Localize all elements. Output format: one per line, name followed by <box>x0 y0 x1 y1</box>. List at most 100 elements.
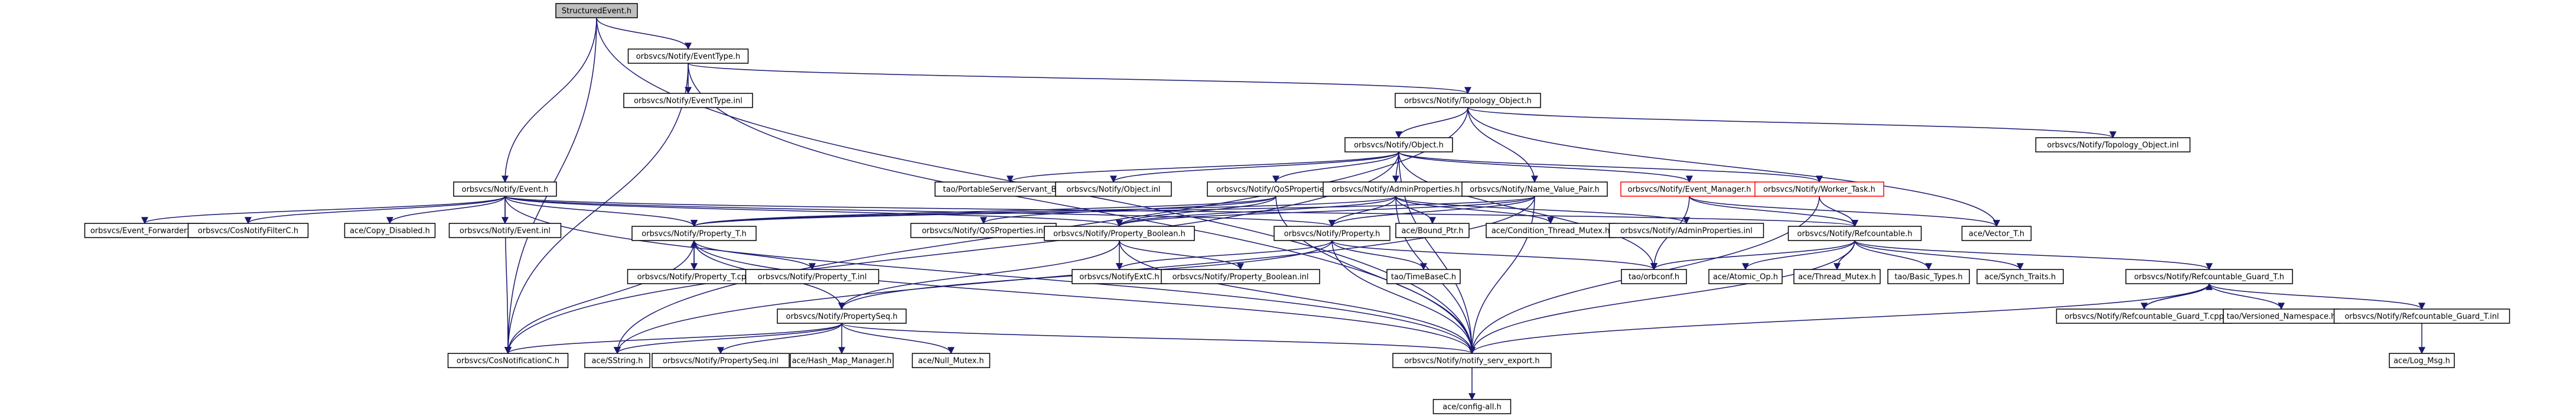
graph-node-n20[interactable]: orbsvcs/Notify/Property_Boolean.h <box>1044 226 1195 241</box>
edge-n6-to-n25 <box>504 196 1858 228</box>
nodes-layer: StructuredEvent.h orbsvcs/Notify/EventTyp… <box>84 3 2510 414</box>
graph-node-box <box>2035 137 2191 152</box>
graph-node-n12[interactable]: orbsvcs/Notify/Event_Manager.h <box>1620 181 1758 197</box>
graph-node-n5[interactable]: orbsvcs/Notify/Object.h <box>1344 137 1453 152</box>
graph-node-n36[interactable]: ace/Synch_Traits.h <box>1976 269 2064 284</box>
graph-node-n42[interactable]: orbsvcs/CosNotificationC.h <box>447 353 569 368</box>
graph-node-n4[interactable]: orbsvcs/Notify/Topology_Object.inl <box>2035 137 2191 152</box>
graph-node-box <box>623 93 753 108</box>
graph-node-n1[interactable]: orbsvcs/Notify/EventType.h <box>627 48 749 64</box>
graph-node-label: orbsvcs/Notify/Event.inl <box>460 227 551 236</box>
edge-n25-to-n37 <box>1854 240 2213 271</box>
graph-node-n15[interactable]: orbsvcs/CosNotifyFilterC.h <box>187 223 309 238</box>
graph-node-box <box>555 3 638 18</box>
graph-node-n17[interactable]: orbsvcs/Notify/Event.inl <box>448 223 562 238</box>
graph-node-n24[interactable]: orbsvcs/Notify/AdminProperties.inl <box>1608 223 1764 238</box>
edge-n10-to-n24 <box>1395 196 1690 225</box>
graph-node-n45[interactable]: ace/Hash_Map_Manager.h <box>790 353 894 368</box>
graph-node-label: orbsvcs/Notify/Property_T.cpp <box>637 273 751 282</box>
graph-node-label: ace/Bound_Ptr.h <box>1401 227 1463 236</box>
graph-node-box <box>745 269 880 284</box>
graph-node-n16[interactable]: ace/Copy_Disabled.h <box>344 223 436 238</box>
graph-node-n11[interactable]: orbsvcs/Notify/Name_Value_Pair.h <box>1461 181 1608 197</box>
graph-node-label: tao/Basic_Types.h <box>1894 273 1962 282</box>
graph-node-label: ace/config-all.h <box>1442 403 1502 412</box>
graph-node-n44[interactable]: orbsvcs/Notify/PropertySeq.inl <box>652 353 790 368</box>
graph-node-n27[interactable]: orbsvcs/Notify/Property_T.cpp <box>627 269 761 284</box>
edge-n21-to-n31 <box>1331 240 1427 271</box>
graph-node-n41[interactable]: orbsvcs/Notify/Refcountable_Guard_T.inl <box>2333 308 2510 324</box>
graph-node-n2[interactable]: orbsvcs/Notify/EventType.inl <box>623 93 753 108</box>
edge-n9-to-n20 <box>1116 196 1276 228</box>
graph-node-n22[interactable]: ace/Bound_Ptr.h <box>1395 223 1470 238</box>
graph-node-box <box>1161 269 1320 284</box>
edge-n13-to-n25 <box>1819 196 1858 228</box>
graph-node-label: ace/Vector_T.h <box>1969 230 2024 239</box>
graph-node-n29[interactable]: orbsvcs/NotifyExtC.h <box>1072 269 1167 284</box>
graph-node-label: orbsvcs/CosNotificationC.h <box>457 357 559 366</box>
graph-node-box <box>1044 226 1195 241</box>
graph-node-n37[interactable]: orbsvcs/Notify/Refcountable_Guard_T.h <box>2125 269 2293 284</box>
graph-node-label: orbsvcs/Notify/Object.inl <box>1066 186 1160 194</box>
graph-node-n10[interactable]: orbsvcs/Notify/AdminProperties.h <box>1323 181 1469 197</box>
graph-node-n8[interactable]: orbsvcs/Notify/Object.inl <box>1055 181 1172 197</box>
edge-n11-to-n18 <box>691 196 1535 228</box>
edge-n6-to-n47 <box>504 196 1476 355</box>
edge-n18-to-n42 <box>504 240 695 355</box>
graph-node-n30[interactable]: orbsvcs/Notify/Property_Boolean.inl <box>1161 269 1320 284</box>
graph-node-label: ace/Thread_Mutex.h <box>1798 273 1876 282</box>
graph-node-box <box>1432 399 1512 414</box>
graph-node-n9[interactable]: orbsvcs/Notify/QoSProperties.h <box>1207 181 1345 197</box>
graph-node-n26[interactable]: ace/Vector_T.h <box>1961 226 2032 241</box>
graph-node-n39[interactable]: orbsvcs/Notify/Refcountable_Guard_T.cpp <box>2056 308 2233 324</box>
edge-n0-to-n1 <box>596 17 692 50</box>
graph-node-n35[interactable]: tao/Basic_Types.h <box>1887 269 1970 284</box>
graph-node-label: orbsvcs/Notify/EventType.h <box>636 53 741 61</box>
graph-node-n18[interactable]: orbsvcs/Notify/Property_T.h <box>631 226 757 241</box>
edge-n3-to-n5 <box>1395 107 1468 139</box>
graph-node-box <box>187 223 309 238</box>
graph-node-n33[interactable]: ace/Atomic_Op.h <box>1708 269 1783 284</box>
graph-node-label: ace/Condition_Thread_Mutex.h <box>1491 227 1610 236</box>
graph-node-n49[interactable]: ace/config-all.h <box>1432 399 1512 414</box>
graph-node-n32[interactable]: tao/orbconf.h <box>1621 269 1687 284</box>
edge-n38-to-n43 <box>614 323 842 355</box>
edge-n37-to-n40 <box>2209 283 2285 310</box>
graph-node-n31[interactable]: tao/TimeBaseC.h <box>1386 269 1461 284</box>
graph-node-n48[interactable]: ace/Log_Msg.h <box>2389 353 2455 368</box>
graph-node-label: orbsvcs/Notify/Property_Boolean.inl <box>1173 273 1309 282</box>
graph-node-n6[interactable]: orbsvcs/Notify/Event.h <box>453 181 557 197</box>
edge-n21-to-n29 <box>1116 240 1333 271</box>
edge-n37-to-n47 <box>1468 283 2210 355</box>
graph-node-n0: StructuredEvent.h <box>555 3 638 18</box>
graph-node-n14[interactable]: orbsvcs/Event_ForwarderS.h <box>84 223 206 238</box>
graph-node-n38[interactable]: orbsvcs/Notify/PropertySeq.h <box>777 308 907 324</box>
edge-n21-to-n47 <box>1331 240 1476 355</box>
graph-node-n3[interactable]: orbsvcs/Notify/Topology_Object.h <box>1395 93 1541 108</box>
edge-n6-to-n20 <box>504 196 1123 228</box>
graph-node-box <box>84 223 206 238</box>
graph-node-n19[interactable]: orbsvcs/Notify/QoSProperties.inl <box>910 223 1057 238</box>
graph-node-n13[interactable]: orbsvcs/Notify/Worker_Task.h <box>1754 181 1884 197</box>
graph-node-box <box>1461 181 1608 197</box>
graph-node-n25[interactable]: orbsvcs/Notify/Refcountable.h <box>1787 226 1922 241</box>
graph-node-label: ace/Hash_Map_Manager.h <box>792 357 892 366</box>
graph-node-n47[interactable]: orbsvcs/Notify/notify_serv_export.h <box>1392 353 1552 368</box>
graph-node-n21[interactable]: orbsvcs/Notify/Property.h <box>1274 226 1390 241</box>
graph-node-box <box>1055 181 1172 197</box>
graph-node-label: orbsvcs/Notify/Topology_Object.inl <box>2047 141 2179 150</box>
graph-node-n28[interactable]: orbsvcs/Notify/Property_T.inl <box>745 269 880 284</box>
graph-node-box <box>1708 269 1783 284</box>
graph-node-n34[interactable]: ace/Thread_Mutex.h <box>1793 269 1881 284</box>
graph-node-n43[interactable]: ace/SString.h <box>584 353 650 368</box>
edge-n10-to-n18 <box>691 196 1396 228</box>
graph-node-n23[interactable]: ace/Condition_Thread_Mutex.h <box>1486 223 1616 238</box>
graph-node-label: orbsvcs/Notify/QoSProperties.h <box>1216 186 1336 194</box>
graph-node-box <box>1072 269 1167 284</box>
graph-node-label: orbsvcs/Notify/Refcountable_Guard_T.inl <box>2344 313 2499 321</box>
graph-node-n40[interactable]: tao/Versioned_Namespace.h <box>2223 308 2340 324</box>
graph-node-box <box>2389 353 2455 368</box>
graph-node-box <box>777 308 907 324</box>
graph-node-n46[interactable]: ace/Null_Mutex.h <box>911 353 991 368</box>
graph-node-box <box>344 223 436 238</box>
